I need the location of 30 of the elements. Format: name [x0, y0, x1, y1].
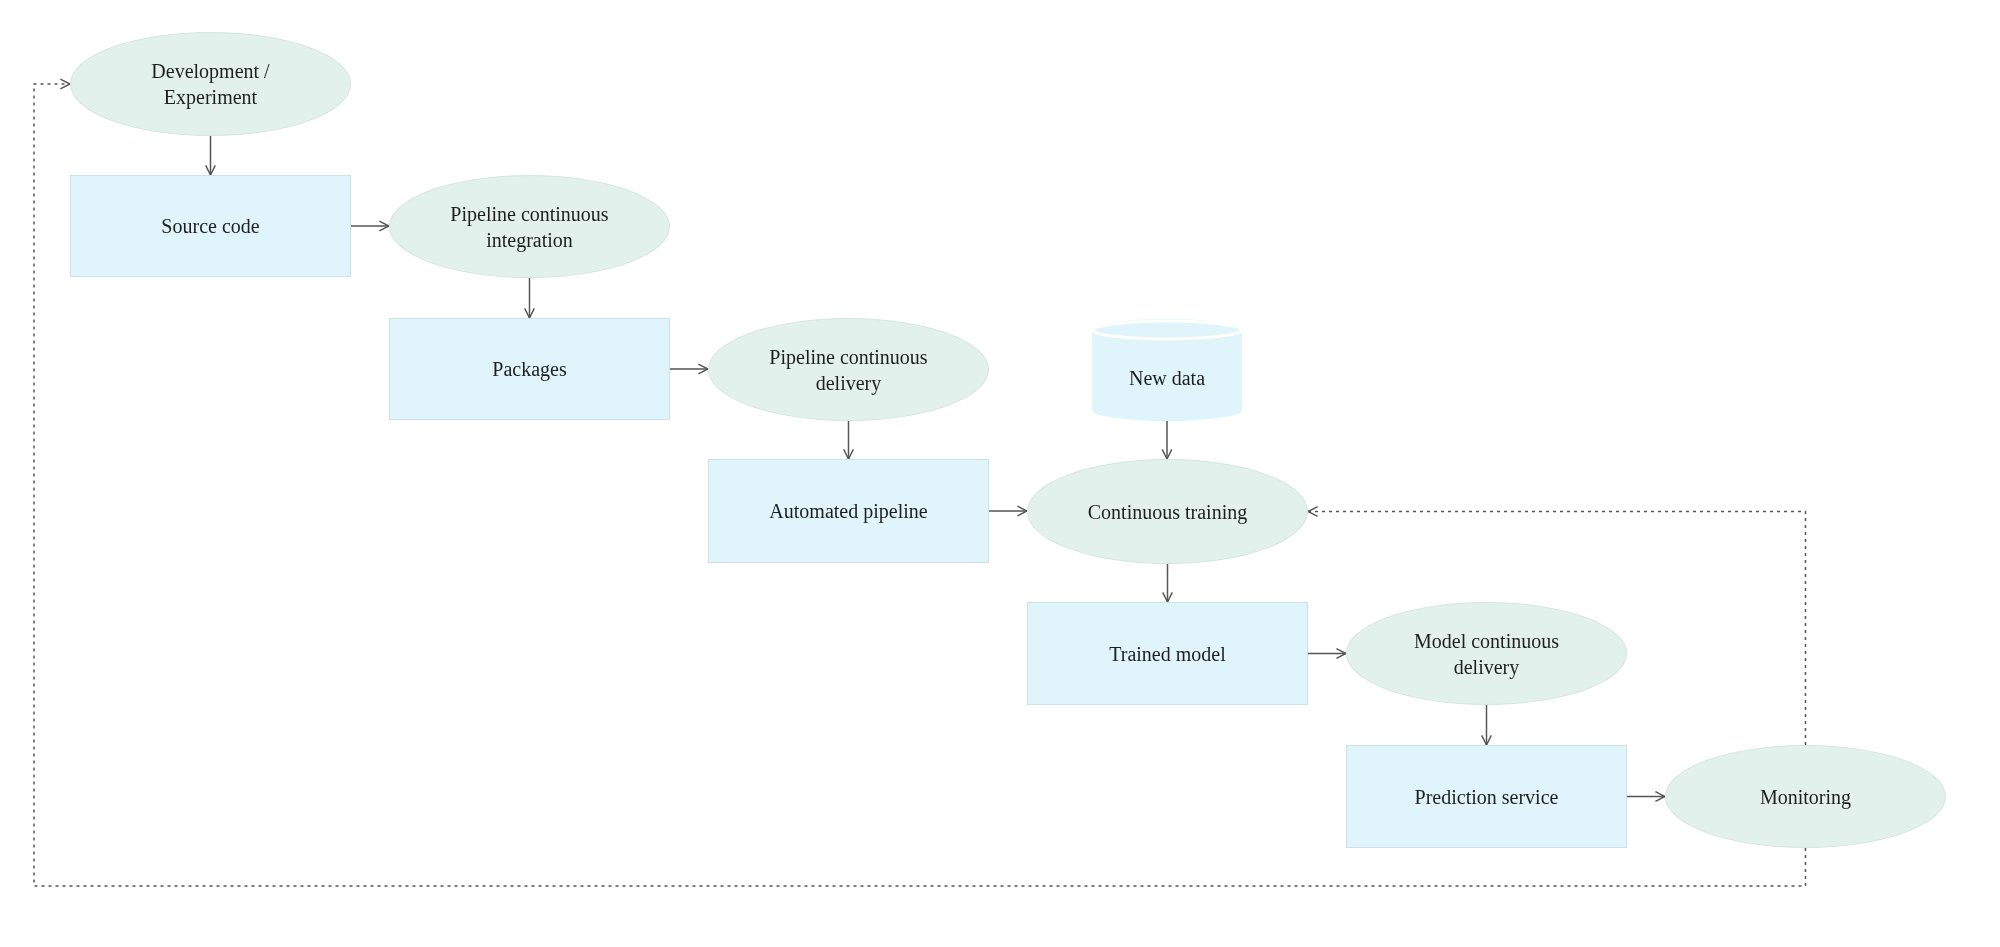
artifact-box: [389, 318, 670, 420]
artifact-box: [708, 459, 989, 563]
arrow: [1626, 791, 1666, 802]
artifact-box: [1027, 602, 1308, 705]
node-label: Source code: [161, 214, 260, 239]
arrow: [524, 277, 535, 319]
dashed-arrow: [1307, 506, 1807, 746]
arrow: [988, 505, 1028, 517]
node-label: Pipeline continuous delivery: [768, 344, 929, 396]
arrow: [1161, 420, 1173, 460]
arrow: [1162, 563, 1173, 603]
node-label: New data: [1128, 366, 1206, 391]
node-label: Packages: [492, 357, 567, 382]
dashed-arrow: [33, 78, 1807, 887]
arrow: [205, 135, 216, 176]
arrow: [1481, 704, 1492, 746]
node-label: Prediction service: [1414, 784, 1559, 810]
node-label: Monitoring: [1759, 784, 1852, 810]
node-label: Trained model: [1109, 641, 1226, 667]
node-label: Pipeline continuous integration: [449, 201, 610, 253]
arrow: [350, 220, 390, 232]
node-label: Continuous training: [1087, 499, 1248, 525]
arrow: [1307, 648, 1347, 659]
artifact-box: [70, 175, 351, 277]
node-label: Model continuous delivery: [1413, 628, 1560, 680]
arrow: [669, 363, 709, 375]
arrow: [843, 420, 854, 460]
artifact-box: [1346, 745, 1627, 848]
node-label: Automated pipeline: [769, 499, 928, 524]
node-label: Development / Experiment: [150, 59, 271, 110]
